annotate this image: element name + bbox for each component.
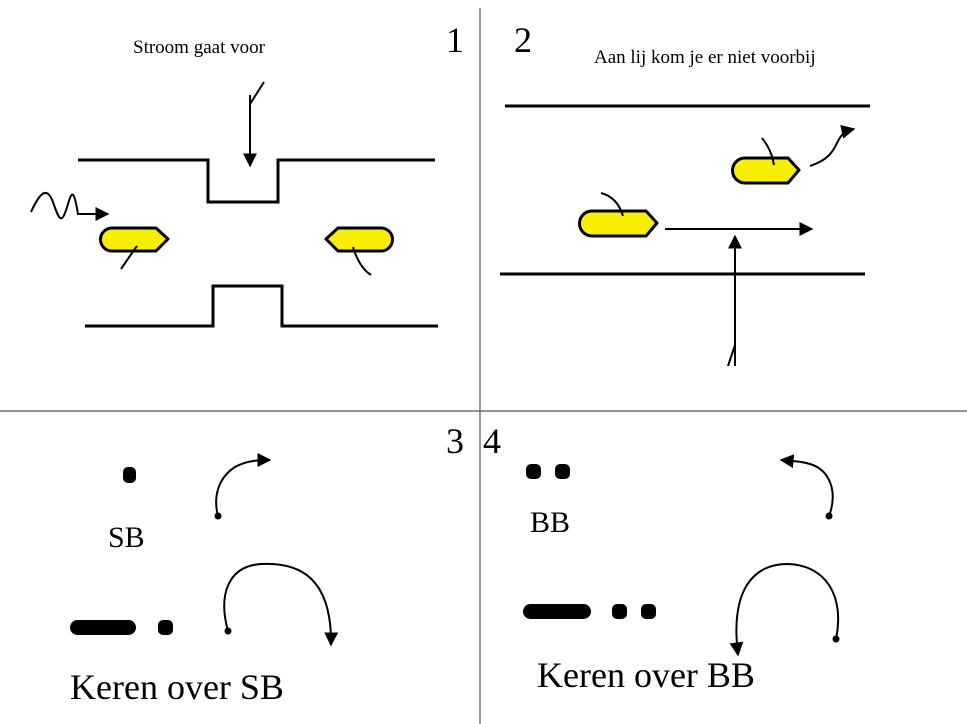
signal-dash-icon — [70, 620, 136, 635]
signal-dot-icon — [526, 464, 541, 479]
boat-icon — [731, 137, 801, 185]
signal-dot-icon — [123, 467, 136, 483]
channel-upper-wall — [78, 158, 435, 204]
panel-2-number: 2 — [514, 20, 532, 60]
turn-arrow-icon — [223, 562, 339, 647]
signal-dot-icon — [158, 620, 173, 635]
panel-2-caption: Aan lij kom je er niet voorbij — [594, 47, 816, 68]
panel-2: 2 Aan lij kom je er niet voorbij — [500, 20, 870, 367]
signal-dot-icon — [641, 604, 656, 619]
signal-dot-icon — [612, 604, 627, 619]
boat-icon — [99, 226, 170, 270]
panel-3: 3 SB Keren over SB — [70, 421, 464, 707]
wind-arrow-icon — [727, 234, 742, 367]
panel-1: 1 Stroom gaat voor — [30, 20, 464, 328]
boat-icon — [578, 192, 659, 238]
turn-arrow-icon — [809, 124, 856, 167]
panel-4-caption: Keren over BB — [537, 655, 755, 695]
turn-arrow-icon — [729, 562, 840, 657]
panel-4: 4 BB Keren over BB — [483, 421, 840, 695]
signal-dash-icon — [523, 604, 591, 619]
panel-3-caption: Keren over SB — [70, 667, 284, 707]
wind-arrow-icon — [30, 192, 110, 221]
panel-1-caption: Stroom gaat voor — [133, 37, 266, 58]
signal-dot-icon — [555, 464, 570, 479]
channel-lower-wall — [85, 284, 438, 328]
panel-1-number: 1 — [446, 20, 464, 60]
panel-4-number: 4 — [483, 421, 501, 461]
current-arrow-icon — [243, 81, 265, 168]
panel-4-signal-label: BB — [530, 506, 570, 539]
boat-icon — [324, 226, 394, 276]
turn-arrow-icon — [215, 453, 272, 517]
turn-arrow-icon — [779, 454, 834, 517]
panel-3-signal-label: SB — [108, 521, 145, 554]
panel-3-number: 3 — [446, 421, 464, 461]
